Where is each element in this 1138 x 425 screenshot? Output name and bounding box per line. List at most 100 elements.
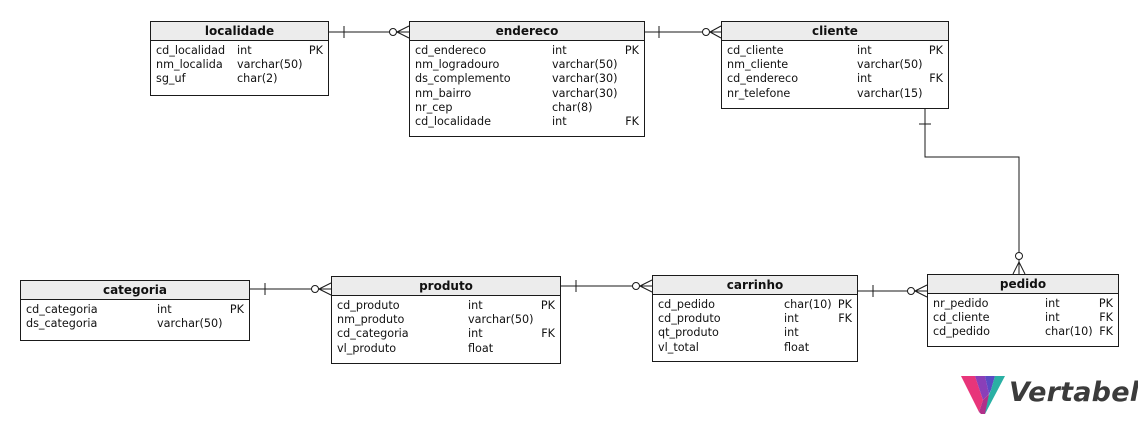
- column-row: cd_endereco int PK: [410, 44, 644, 58]
- vertabelo-logo-icon: [961, 376, 1005, 414]
- column-row: cd_categoria int FK: [332, 327, 560, 341]
- column-row: nr_telefone varchar(15): [722, 87, 948, 101]
- column-row: vl_total float: [653, 341, 857, 355]
- column-key: PK: [308, 44, 323, 57]
- column-name: nr_telefone: [727, 86, 791, 100]
- column-key: FK: [541, 327, 555, 341]
- column-name: nm_bairro: [415, 86, 472, 100]
- column-type: int: [1045, 297, 1060, 310]
- column-row: sg_uf char(2): [151, 72, 328, 86]
- table-title: localidade: [151, 22, 328, 41]
- column-type: char(10): [1045, 325, 1093, 339]
- column-name: cd_cliente: [933, 311, 990, 325]
- table-title: cliente: [722, 22, 948, 41]
- column-name: cd_pedido: [658, 298, 715, 311]
- column-row: nr_cep char(8): [410, 101, 644, 115]
- relationship-produto-carrinho: [561, 279, 653, 293]
- table-cliente[interactable]: cliente cd_cliente int PK nm_cliente var…: [721, 21, 949, 109]
- column-type: varchar(15): [857, 86, 923, 100]
- column-type: float: [784, 340, 810, 354]
- column-name: cd_produto: [337, 299, 400, 312]
- column-row: cd_pedido char(10) FK: [928, 325, 1118, 339]
- table-localidade[interactable]: localidade cd_localidad int PK nm_locali…: [150, 21, 329, 96]
- column-row: nm_localida varchar(50): [151, 58, 328, 72]
- column-row: qt_produto int: [653, 326, 857, 340]
- column-key: PK: [837, 298, 852, 311]
- column-name: cd_categoria: [337, 327, 409, 341]
- column-type: int: [857, 44, 872, 57]
- column-list: nr_pedido int PK cd_cliente int FK cd_pe…: [928, 294, 1118, 344]
- vertabelo-logo: Vertabelo: [961, 374, 1138, 418]
- column-type: varchar(30): [552, 86, 618, 100]
- column-name: ds_complemento: [415, 72, 511, 86]
- column-type: int: [552, 114, 567, 128]
- relationship-endereco-cliente: [645, 25, 722, 39]
- column-name: cd_categoria: [26, 303, 98, 316]
- column-list: cd_localidad int PK nm_localida varchar(…: [151, 41, 328, 91]
- column-name: sg_uf: [156, 72, 186, 86]
- column-name: cd_cliente: [727, 44, 784, 57]
- column-type: char(10): [784, 298, 832, 311]
- column-name: ds_categoria: [26, 317, 98, 331]
- column-row: ds_complemento varchar(30): [410, 72, 644, 86]
- column-row: cd_localidade int FK: [410, 115, 644, 129]
- column-type: char(2): [237, 72, 278, 86]
- column-name: nm_cliente: [727, 58, 789, 72]
- column-key: FK: [838, 312, 852, 326]
- column-type: varchar(30): [552, 72, 618, 86]
- column-name: vl_produto: [337, 341, 397, 355]
- column-name: nr_pedido: [933, 297, 989, 310]
- table-title: carrinho: [653, 276, 857, 295]
- table-title: pedido: [928, 275, 1118, 294]
- relationship-carrinho-pedido: [858, 284, 928, 298]
- column-name: cd_localidade: [415, 114, 491, 128]
- column-type: int: [157, 303, 172, 316]
- table-produto[interactable]: produto cd_produto int PK nm_produto var…: [331, 276, 561, 364]
- column-key: PK: [229, 303, 244, 316]
- column-row: cd_endereco int FK: [722, 72, 948, 86]
- table-title: categoria: [21, 281, 249, 300]
- column-row: cd_cliente int FK: [928, 311, 1118, 325]
- column-list: cd_produto int PK nm_produto varchar(50)…: [332, 296, 560, 360]
- column-row: nm_produto varchar(50): [332, 313, 560, 327]
- column-type: int: [1045, 311, 1060, 325]
- column-name: nr_cep: [415, 100, 453, 114]
- table-endereco[interactable]: endereco cd_endereco int PK nm_logradour…: [409, 21, 645, 137]
- table-carrinho[interactable]: carrinho cd_pedido char(10) PK cd_produt…: [652, 275, 858, 362]
- column-name: nm_produto: [337, 313, 405, 327]
- column-name: nm_logradouro: [415, 58, 500, 72]
- column-list: cd_categoria int PK ds_categoria varchar…: [21, 300, 249, 335]
- vertabelo-logo-text: Vertabelo: [1009, 377, 1138, 408]
- column-type: float: [468, 341, 494, 355]
- column-type: varchar(50): [468, 313, 534, 327]
- column-row: ds_categoria varchar(50): [21, 317, 249, 331]
- column-key: FK: [1099, 311, 1113, 325]
- column-name: cd_localidad: [156, 44, 226, 57]
- relationship-localidade-endereco: [329, 25, 410, 39]
- column-row: cd_localidad int PK: [151, 44, 328, 58]
- column-list: cd_endereco int PK nm_logradouro varchar…: [410, 41, 644, 133]
- table-pedido[interactable]: pedido nr_pedido int PK cd_cliente int F…: [927, 274, 1119, 347]
- table-title: produto: [332, 277, 560, 296]
- column-type: int: [784, 312, 799, 326]
- column-row: cd_cliente int PK: [722, 44, 948, 58]
- column-name: cd_endereco: [727, 72, 799, 86]
- column-type: varchar(50): [237, 58, 303, 72]
- column-key: PK: [1098, 297, 1113, 310]
- column-row: nm_cliente varchar(50): [722, 58, 948, 72]
- column-type: varchar(50): [157, 317, 223, 331]
- column-type: varchar(50): [857, 58, 923, 72]
- column-row: nm_logradouro varchar(50): [410, 58, 644, 72]
- column-type: varchar(50): [552, 58, 618, 72]
- column-key: FK: [929, 72, 943, 86]
- column-type: int: [237, 44, 252, 57]
- column-name: qt_produto: [658, 326, 719, 340]
- column-key: PK: [624, 44, 639, 57]
- column-type: int: [784, 326, 799, 340]
- column-list: cd_cliente int PK nm_cliente varchar(50)…: [722, 41, 948, 105]
- relationship-cliente-pedido: [919, 109, 1026, 275]
- table-categoria[interactable]: categoria cd_categoria int PK ds_categor…: [20, 280, 250, 341]
- table-title: endereco: [410, 22, 644, 41]
- relationship-categoria-produto: [250, 282, 332, 296]
